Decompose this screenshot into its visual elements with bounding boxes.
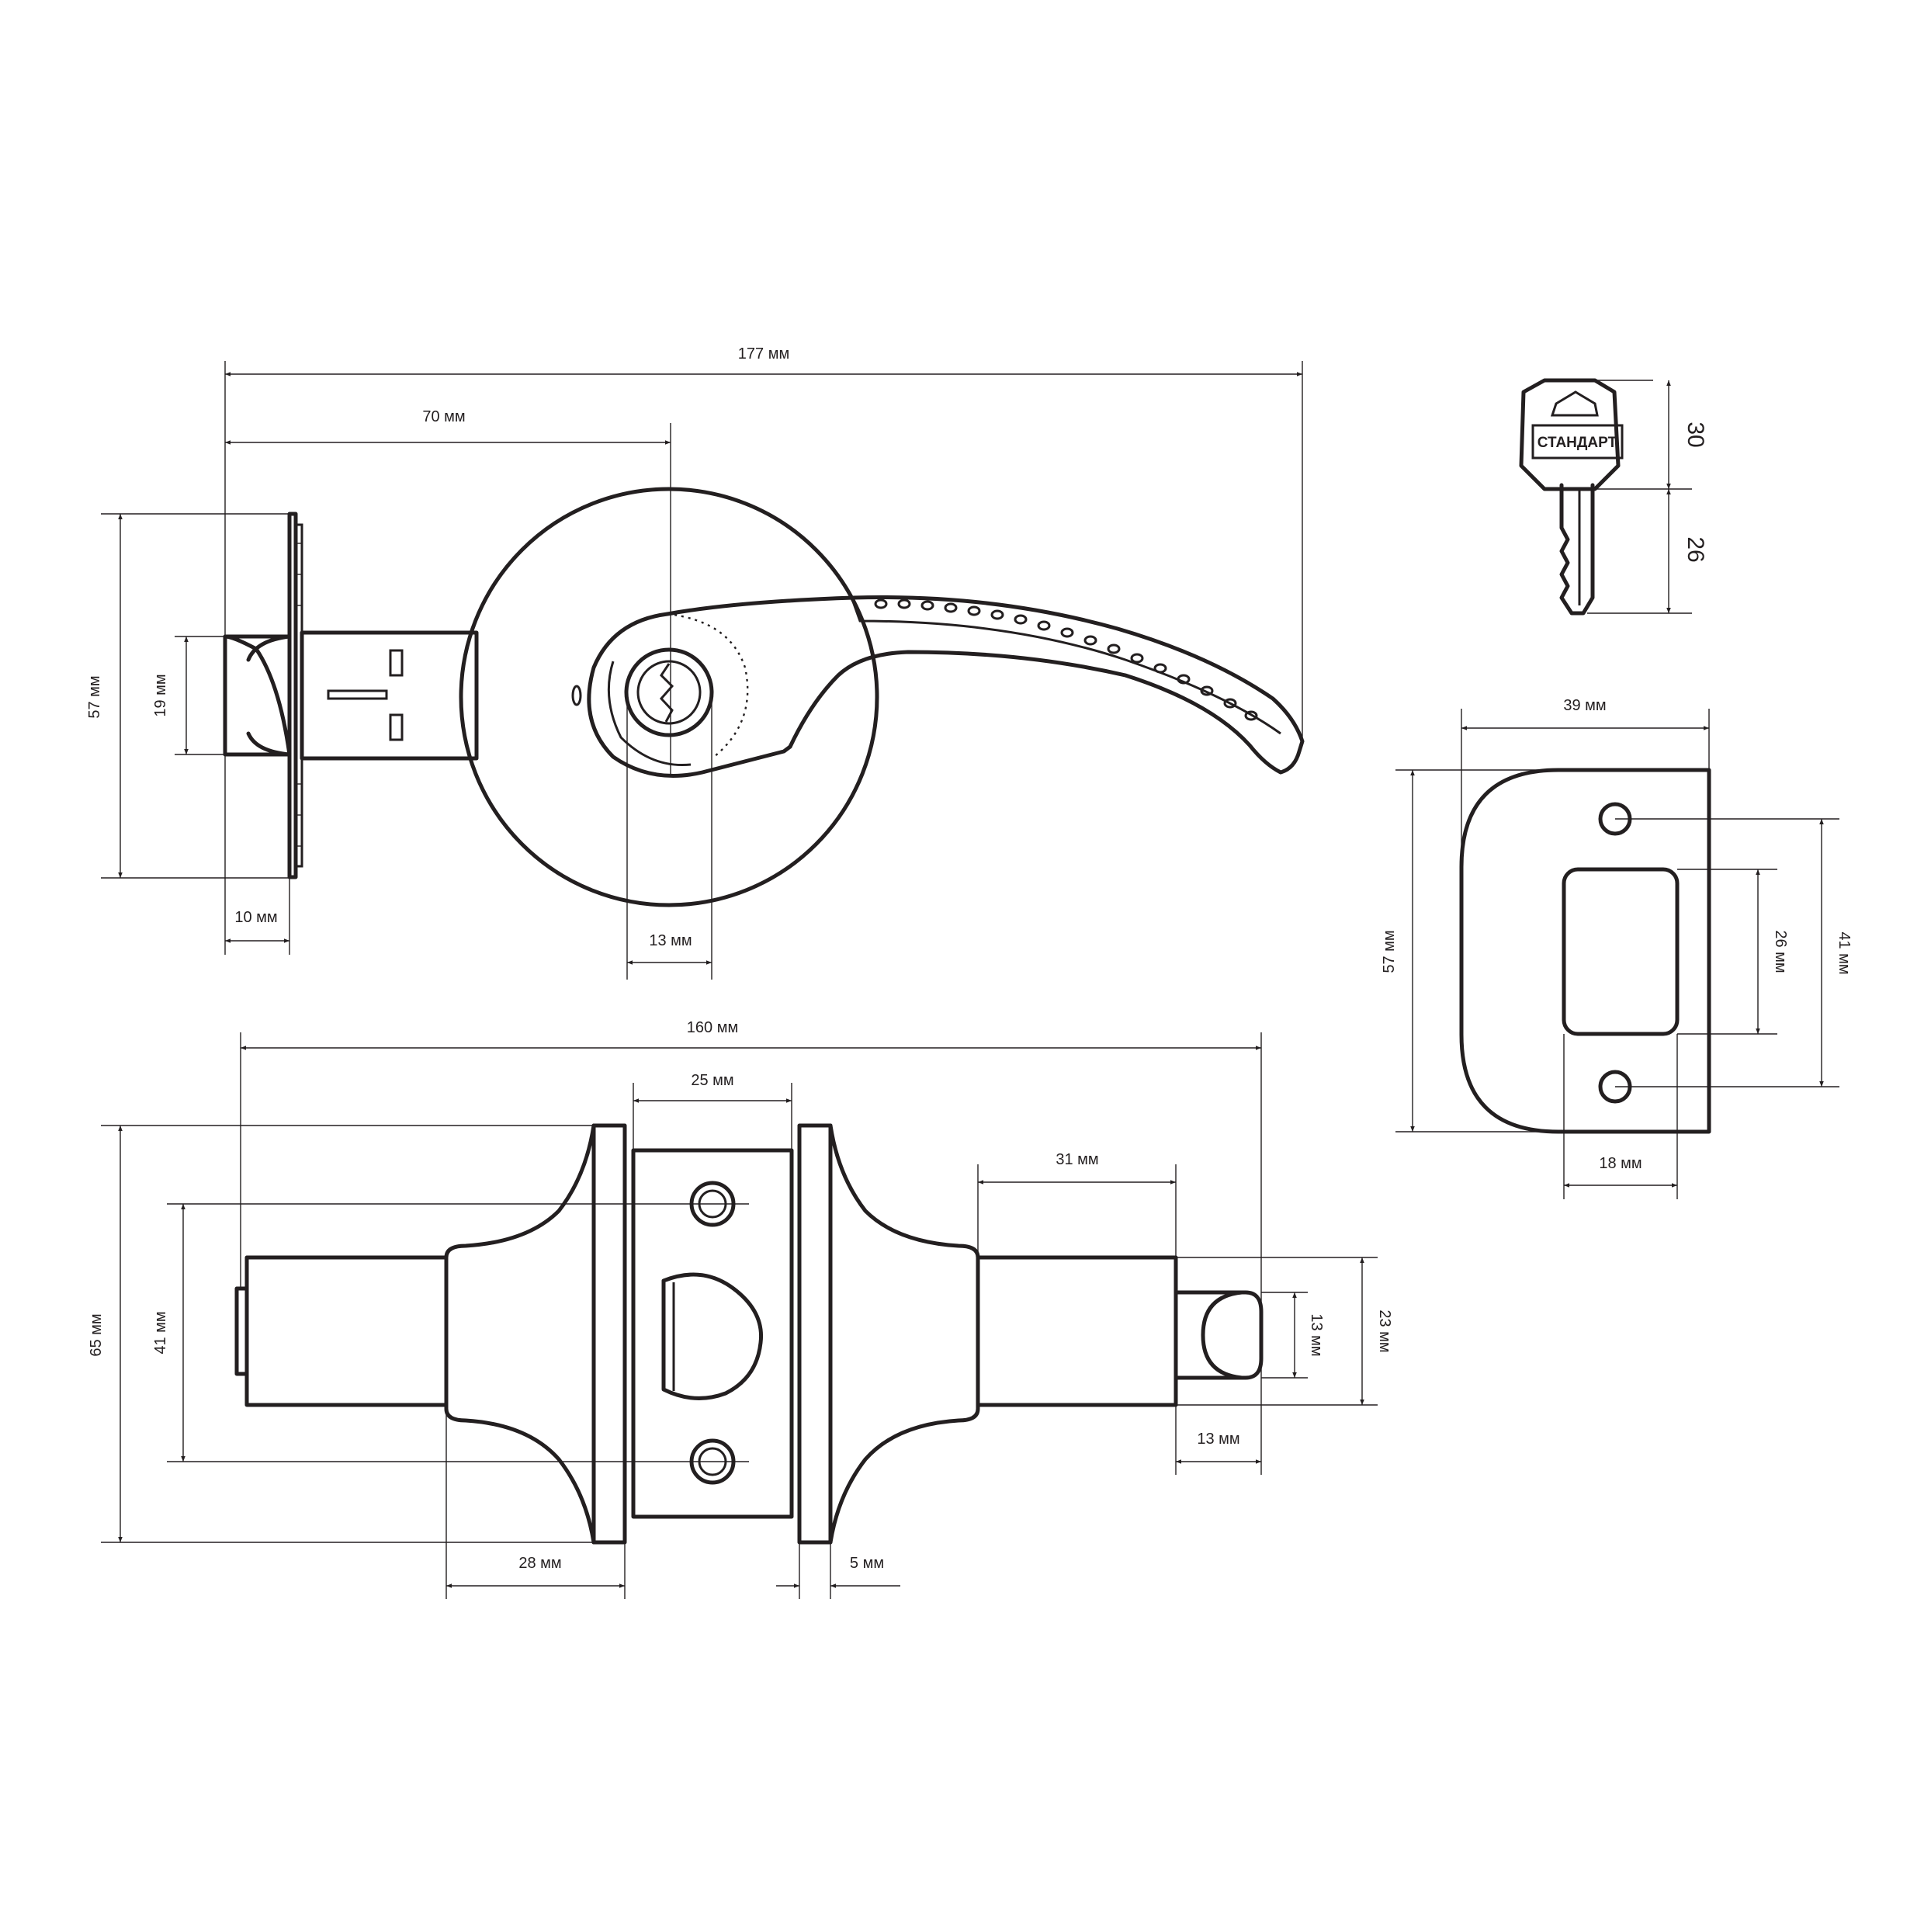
dim-total-length-top: 177 мм (224, 345, 1303, 955)
key-brand-label: СТАНДАРТ (1538, 435, 1617, 451)
dim-bolt-length: 13 мм (1175, 1405, 1261, 1475)
strike-opening (1562, 867, 1680, 1036)
label-41-strike: 41 мм (1836, 931, 1853, 974)
label-160: 160 мм (687, 1019, 738, 1036)
cylinder-outer (624, 647, 714, 737)
label-23: 23 мм (1376, 1309, 1393, 1352)
dim-strike-height: 57 мм (1381, 769, 1558, 1132)
dim-strike-hole-spacing: 41 мм (1615, 818, 1853, 1087)
dim-key-head: 30 (1591, 380, 1708, 490)
label-key-30: 30 (1683, 421, 1708, 447)
dim-strike-opening-height: 26 мм (1677, 869, 1789, 1035)
key-head (1519, 378, 1621, 491)
label-13-bolt: 13 мм (1308, 1313, 1325, 1356)
dim-strike-opening-width: 18 мм (1563, 1034, 1678, 1199)
cylinder-inner (636, 660, 702, 725)
label-28: 28 мм (518, 1555, 561, 1572)
dim-backset: 70 мм (225, 408, 671, 776)
label-key-26: 26 (1683, 536, 1708, 562)
key-head-slot (1550, 390, 1599, 417)
label-177: 177 мм (738, 345, 789, 362)
label-5: 5 мм (850, 1555, 884, 1572)
dim-hole-spacing-bottom: 41 мм (152, 1203, 749, 1462)
faceplate-studs (296, 543, 302, 847)
label-41-bottom: 41 мм (152, 1311, 169, 1354)
rosette-screw-icon (571, 685, 582, 706)
lever-handle (665, 595, 1305, 775)
label-65: 65 мм (88, 1313, 105, 1356)
label-70: 70 мм (422, 408, 465, 425)
left-spindle-cap (234, 1286, 249, 1376)
dim-outer-height: 65 мм (88, 1125, 594, 1543)
label-25: 25 мм (691, 1072, 733, 1089)
label-19: 19 мм (152, 674, 169, 716)
latch-body (300, 630, 479, 761)
latch-bolt-side-curve (1201, 1290, 1244, 1380)
latch-bolt (223, 634, 292, 757)
center-mounting-plate (631, 1148, 794, 1519)
latch-bolt-curve (246, 634, 292, 757)
key: СТАНДАРТ 30 26 (1519, 378, 1708, 616)
dim-plate-thickness: 5 мм (776, 1542, 900, 1599)
dim-spindle-length: 31 мм (977, 1151, 1177, 1257)
strike-plate-outline (1459, 768, 1711, 1134)
dim-rosette-depth: 28 мм (445, 1409, 626, 1599)
label-39: 39 мм (1563, 697, 1606, 714)
key-blade (1559, 483, 1595, 616)
dim-key-blade: 26 (1587, 489, 1708, 614)
left-spindle (244, 1255, 449, 1407)
label-10: 10 мм (234, 909, 277, 926)
left-rosette (444, 1123, 596, 1545)
right-plate (797, 1123, 833, 1545)
dim-total-length-bottom: 160 мм (240, 1019, 1262, 1475)
hub-inner (607, 661, 692, 767)
label-57-top: 57 мм (86, 675, 103, 718)
dim-faceplate-offset: 10 мм (225, 878, 290, 955)
label-13-top: 13 мм (649, 932, 692, 949)
right-spindle (976, 1255, 1178, 1407)
left-plate (591, 1123, 627, 1545)
rosette-circle (459, 487, 879, 907)
dim-cylinder-width: 13 мм (626, 695, 712, 980)
label-18: 18 мм (1599, 1155, 1642, 1172)
dim-plate-width: 25 мм (633, 1072, 792, 1150)
top-view: 177 мм 70 мм 57 мм 19 мм 10 мм (86, 345, 1305, 980)
dim-body-height: 23 мм (1176, 1257, 1393, 1406)
label-31: 31 мм (1056, 1151, 1098, 1168)
dim-strike-width: 39 мм (1461, 697, 1710, 867)
latch-window-top (389, 649, 404, 677)
latch-window-bottom (389, 713, 404, 741)
key-label-frame (1531, 424, 1624, 460)
latch-slot (327, 689, 388, 700)
label-13-side: 13 мм (1197, 1431, 1239, 1448)
hub-hidden-line (667, 612, 749, 758)
center-spindle-hole (661, 1272, 764, 1400)
dim-latch-height: 19 мм (152, 636, 225, 755)
lever-grip-dots (874, 598, 1258, 721)
dim-bolt-height: 13 мм (1261, 1292, 1325, 1379)
right-rosette (828, 1123, 980, 1545)
latch-assembly (223, 512, 479, 879)
dim-rosette-height: 57 мм (86, 513, 289, 879)
latch-bolt-side (1174, 1290, 1264, 1380)
label-57-strike: 57 мм (1381, 930, 1398, 973)
strike-plate: 39 мм 57 мм 41 мм 26 мм 18 мм (1381, 697, 1853, 1199)
label-26-strike: 26 мм (1772, 930, 1789, 973)
bottom-view: 160 мм 25 мм 65 мм 41 мм 31 мм (88, 1019, 1393, 1599)
lever-hub (587, 612, 792, 778)
